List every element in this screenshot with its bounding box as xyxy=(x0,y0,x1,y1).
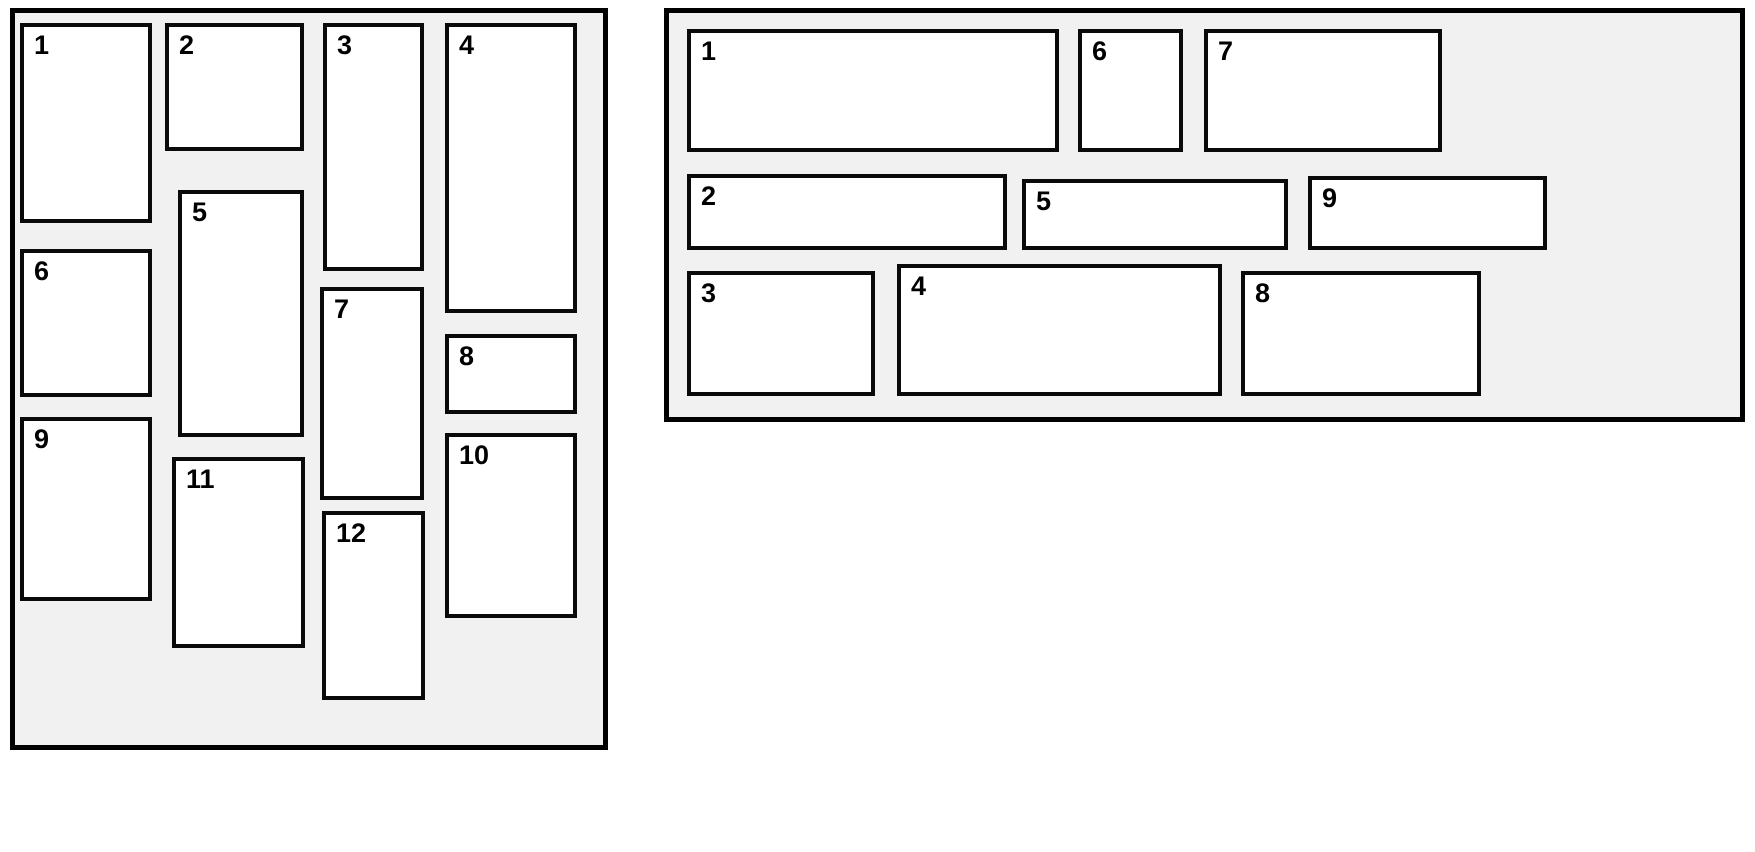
region-label: 8 xyxy=(459,341,475,371)
region-box-2[interactable]: 2 xyxy=(165,23,304,151)
region-label: 4 xyxy=(911,271,927,301)
region-label: 1 xyxy=(701,36,717,66)
region-label: 9 xyxy=(1322,183,1338,213)
region-label: 2 xyxy=(701,181,717,211)
region-label: 12 xyxy=(336,518,367,548)
region-box-12[interactable]: 12 xyxy=(322,511,425,700)
region-label: 1 xyxy=(34,30,50,60)
region-box-1[interactable]: 1 xyxy=(20,23,152,223)
right-panel: 1 6 7 2 5 9 3 4 8 xyxy=(664,8,1745,422)
region-box-2[interactable]: 2 xyxy=(687,174,1007,250)
region-label: 3 xyxy=(337,30,353,60)
region-box-10[interactable]: 10 xyxy=(445,433,577,618)
region-label: 4 xyxy=(459,30,475,60)
region-box-5[interactable]: 5 xyxy=(178,190,304,437)
region-box-3[interactable]: 3 xyxy=(323,23,424,271)
region-label: 9 xyxy=(34,424,50,454)
region-label: 8 xyxy=(1255,278,1271,308)
region-label: 2 xyxy=(179,30,195,60)
region-label: 6 xyxy=(1092,36,1108,66)
region-box-11[interactable]: 11 xyxy=(172,457,305,648)
region-label: 6 xyxy=(34,256,50,286)
region-label: 7 xyxy=(1218,36,1234,66)
region-box-7[interactable]: 7 xyxy=(1204,29,1442,152)
region-box-4[interactable]: 4 xyxy=(445,23,577,313)
region-box-6[interactable]: 6 xyxy=(20,249,152,397)
region-box-8[interactable]: 8 xyxy=(1241,271,1481,396)
region-box-7[interactable]: 7 xyxy=(320,287,424,500)
region-box-4[interactable]: 4 xyxy=(897,264,1222,396)
region-label: 11 xyxy=(186,464,215,494)
region-label: 5 xyxy=(192,197,208,227)
region-box-6[interactable]: 6 xyxy=(1078,29,1183,152)
region-label: 5 xyxy=(1036,186,1052,216)
region-box-9[interactable]: 9 xyxy=(20,417,152,601)
region-box-1[interactable]: 1 xyxy=(687,29,1059,152)
region-box-9[interactable]: 9 xyxy=(1308,176,1547,250)
region-box-5[interactable]: 5 xyxy=(1022,179,1288,250)
region-label: 3 xyxy=(701,278,717,308)
region-box-8[interactable]: 8 xyxy=(445,334,577,414)
region-box-3[interactable]: 3 xyxy=(687,271,875,396)
region-label: 10 xyxy=(459,440,490,470)
region-label: 7 xyxy=(334,294,350,324)
